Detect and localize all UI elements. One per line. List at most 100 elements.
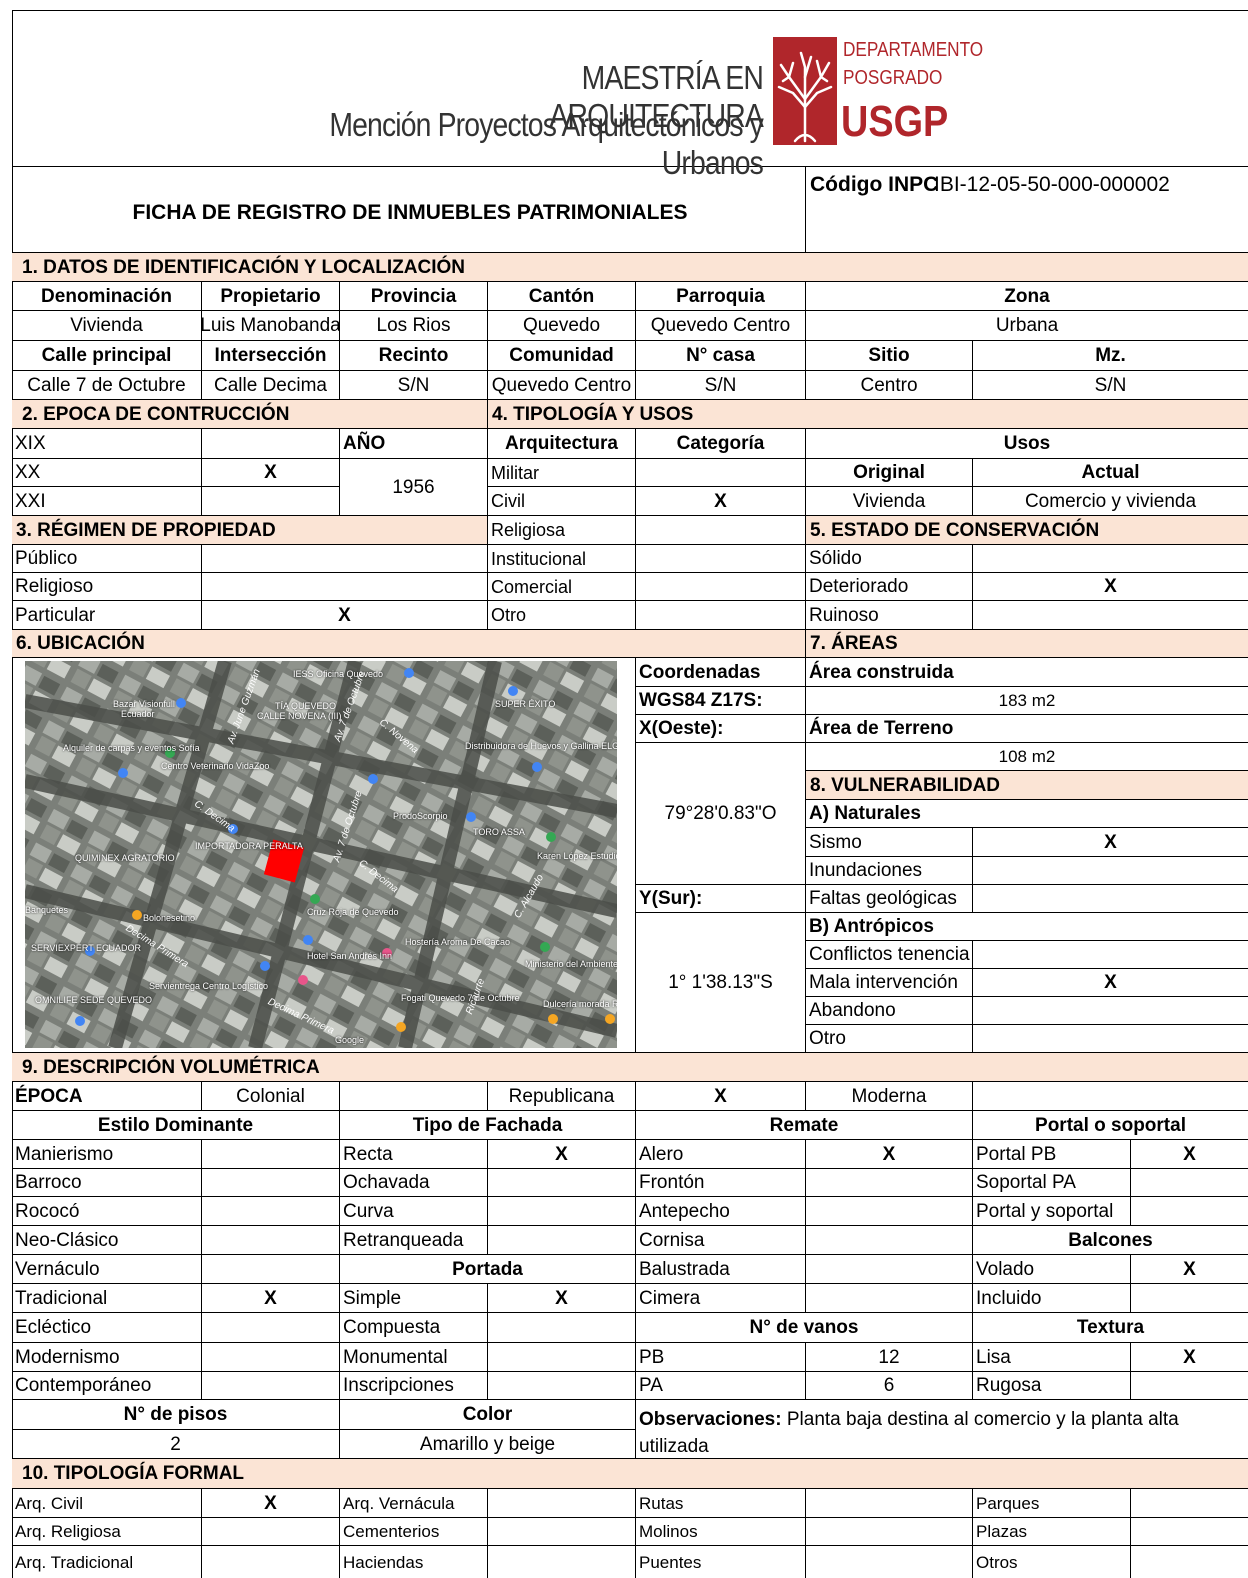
map-place-label: Dulcería morada RMA <box>543 999 617 1009</box>
remate-row-1: Frontón <box>636 1169 806 1197</box>
epoca-mark-XXI <box>202 487 340 516</box>
section-2-title: 2. EPOCA DE CONTRUCCIÓN <box>12 400 488 429</box>
conservacion-mark-0 <box>973 545 1248 573</box>
fachada-row-3: Retranqueada <box>340 1226 488 1255</box>
conservacion-mark-2 <box>973 601 1248 630</box>
balcones-header: Balcones <box>973 1226 1248 1255</box>
portal-row-2: Portal y soportal <box>973 1197 1131 1226</box>
tipologia-mark-3 <box>636 545 806 573</box>
portal-row-0: Portal PB <box>973 1140 1131 1169</box>
section-6-title: 6. UBICACIÓN <box>12 630 806 658</box>
map-place-label: SERVIEXPERT ECUADOR <box>31 943 142 953</box>
map-place-label: CALLE NOVENA (III) <box>257 711 342 721</box>
tipologia-formal-mark-c3-1 <box>806 1518 973 1546</box>
tipologia-formal-c2-0: Arq. Vernácula <box>340 1489 488 1518</box>
natural-risk-mark-0: X <box>973 828 1248 857</box>
section-4-title: 4. TIPOLOGÍA Y USOS <box>488 400 1248 429</box>
uso-original-header: Original <box>806 459 973 487</box>
section-1-title: 1. DATOS DE IDENTIFICACIÓN Y LOCALIZACIÓ… <box>12 253 1248 282</box>
portal-mark-1 <box>1131 1169 1248 1197</box>
fachada-row-0: Recta <box>340 1140 488 1169</box>
anthropic-risk-mark-2 <box>973 997 1248 1025</box>
estilo-row-5: Tradicional <box>12 1284 202 1313</box>
observaciones-box: Observaciones: Planta baja destina al co… <box>636 1400 1248 1459</box>
section-7-title: 7. ÁREAS <box>806 630 1248 658</box>
remate-mark-0: X <box>806 1140 973 1169</box>
tipologia-formal-mark-c3-2 <box>806 1546 973 1578</box>
fachada-mark-2 <box>488 1197 636 1226</box>
s1-value2-3: Quevedo Centro <box>488 371 636 400</box>
tipologia-formal-mark-c3-0 <box>806 1489 973 1518</box>
s1-header2-3: Comunidad <box>488 341 636 371</box>
tipologia-formal-mark-c4-1 <box>1131 1518 1248 1546</box>
estilo-mark-0 <box>202 1140 340 1169</box>
logo-department-label: DEPARTAMENTO <box>843 39 984 61</box>
tipologia-row-0: Militar <box>488 459 636 487</box>
tipologia-formal-c4-2: Otros <box>973 1546 1131 1578</box>
categoria-header: Categoría <box>636 429 806 459</box>
estilo-row-3: Neo-Clásico <box>12 1226 202 1255</box>
estilo-row-7: Modernismo <box>12 1343 202 1372</box>
balcon-mark-0: X <box>1131 1255 1248 1284</box>
logo-usgp-label: USGP <box>841 97 949 146</box>
tipologia-mark-5 <box>636 601 806 630</box>
regimen-mark-1 <box>202 573 488 601</box>
y-label: Y(Sur): <box>636 885 806 913</box>
s1-value-4: Quevedo Centro <box>636 311 806 341</box>
portada-header: Portada <box>340 1255 636 1284</box>
estilo-mark-2 <box>202 1197 340 1226</box>
s1-header-2: Provincia <box>340 282 488 311</box>
tipologia-formal-c4-1: Plazas <box>973 1518 1131 1546</box>
anthropic-risk-0: Conflictos tenencia <box>806 941 973 969</box>
usgp-tree-logo-icon <box>773 37 837 145</box>
s1-value-3: Quevedo <box>488 311 636 341</box>
map-place-label: Bolonesetino <box>143 913 196 923</box>
coord-system: WGS84 Z17S: <box>636 687 806 715</box>
tipologia-formal-mark-c4-2 <box>1131 1546 1248 1578</box>
vanos-value-1: 6 <box>806 1372 973 1400</box>
map-place-label: TORO ASSA <box>473 827 525 837</box>
anthropic-risk-2: Abandono <box>806 997 973 1025</box>
uso-original-value: Vivienda <box>806 487 973 516</box>
textura-row-1: Rugosa <box>973 1372 1131 1400</box>
map-place-label: ProdoScorpio <box>393 811 448 821</box>
conservacion-mark-1: X <box>973 573 1248 601</box>
balcon-row-1: Incluido <box>973 1284 1131 1313</box>
tipologia-formal-c1-1: Arq. Religiosa <box>12 1518 202 1546</box>
remate-row-3: Cornisa <box>636 1226 806 1255</box>
portada-row-1: Compuesta <box>340 1313 488 1343</box>
regimen-mark-2: X <box>202 601 488 630</box>
portada-mark-3 <box>488 1372 636 1400</box>
tipologia-formal-c4-0: Parques <box>973 1489 1131 1518</box>
remate-row-0: Alero <box>636 1140 806 1169</box>
estilo-row-8: Contemporáneo <box>12 1372 202 1400</box>
antropicos-header: B) Antrópicos <box>806 913 1248 941</box>
land-area-value: 108 m2 <box>806 743 1248 771</box>
section-3-title: 3. RÉGIMEN DE PROPIEDAD <box>12 516 488 545</box>
logo-postgraduate-label: POSGRADO <box>843 67 943 89</box>
regimen-row-0: Público <box>12 545 202 573</box>
s1-header2-0: Calle principal <box>12 341 202 371</box>
tipologia-formal-c1-0: Arq. Civil <box>12 1489 202 1518</box>
s1-value-zona: Urbana <box>806 311 1248 341</box>
map-place-label: SUPER ÉXITO <box>495 699 556 709</box>
anthropic-risk-mark-1: X <box>973 969 1248 997</box>
anthropic-risk-mark-0 <box>973 941 1248 969</box>
textura-mark-0: X <box>1131 1343 1248 1372</box>
epoca-mark-XIX <box>202 429 340 459</box>
conservacion-row-2: Ruinoso <box>806 601 973 630</box>
tipologia-formal-mark-c1-2 <box>202 1546 340 1578</box>
coord-label: Coordenadas <box>636 658 806 687</box>
map-place-label: Cruz Roja de Quevedo <box>307 907 399 917</box>
tipologia-formal-mark-c1-0: X <box>202 1489 340 1518</box>
estilo-row-1: Barroco <box>12 1169 202 1197</box>
map-place-label: Banquetes <box>25 905 69 915</box>
estilo-row-2: Rococó <box>12 1197 202 1226</box>
estilo-mark-5: X <box>202 1284 340 1313</box>
s1-value2-0: Calle 7 de Octubre <box>12 371 202 400</box>
s1-header-zona: Zona <box>806 282 1248 311</box>
s1-header-1: Propietario <box>202 282 340 311</box>
fachada-row-2: Curva <box>340 1197 488 1226</box>
satellite-map-image <box>25 661 617 1048</box>
